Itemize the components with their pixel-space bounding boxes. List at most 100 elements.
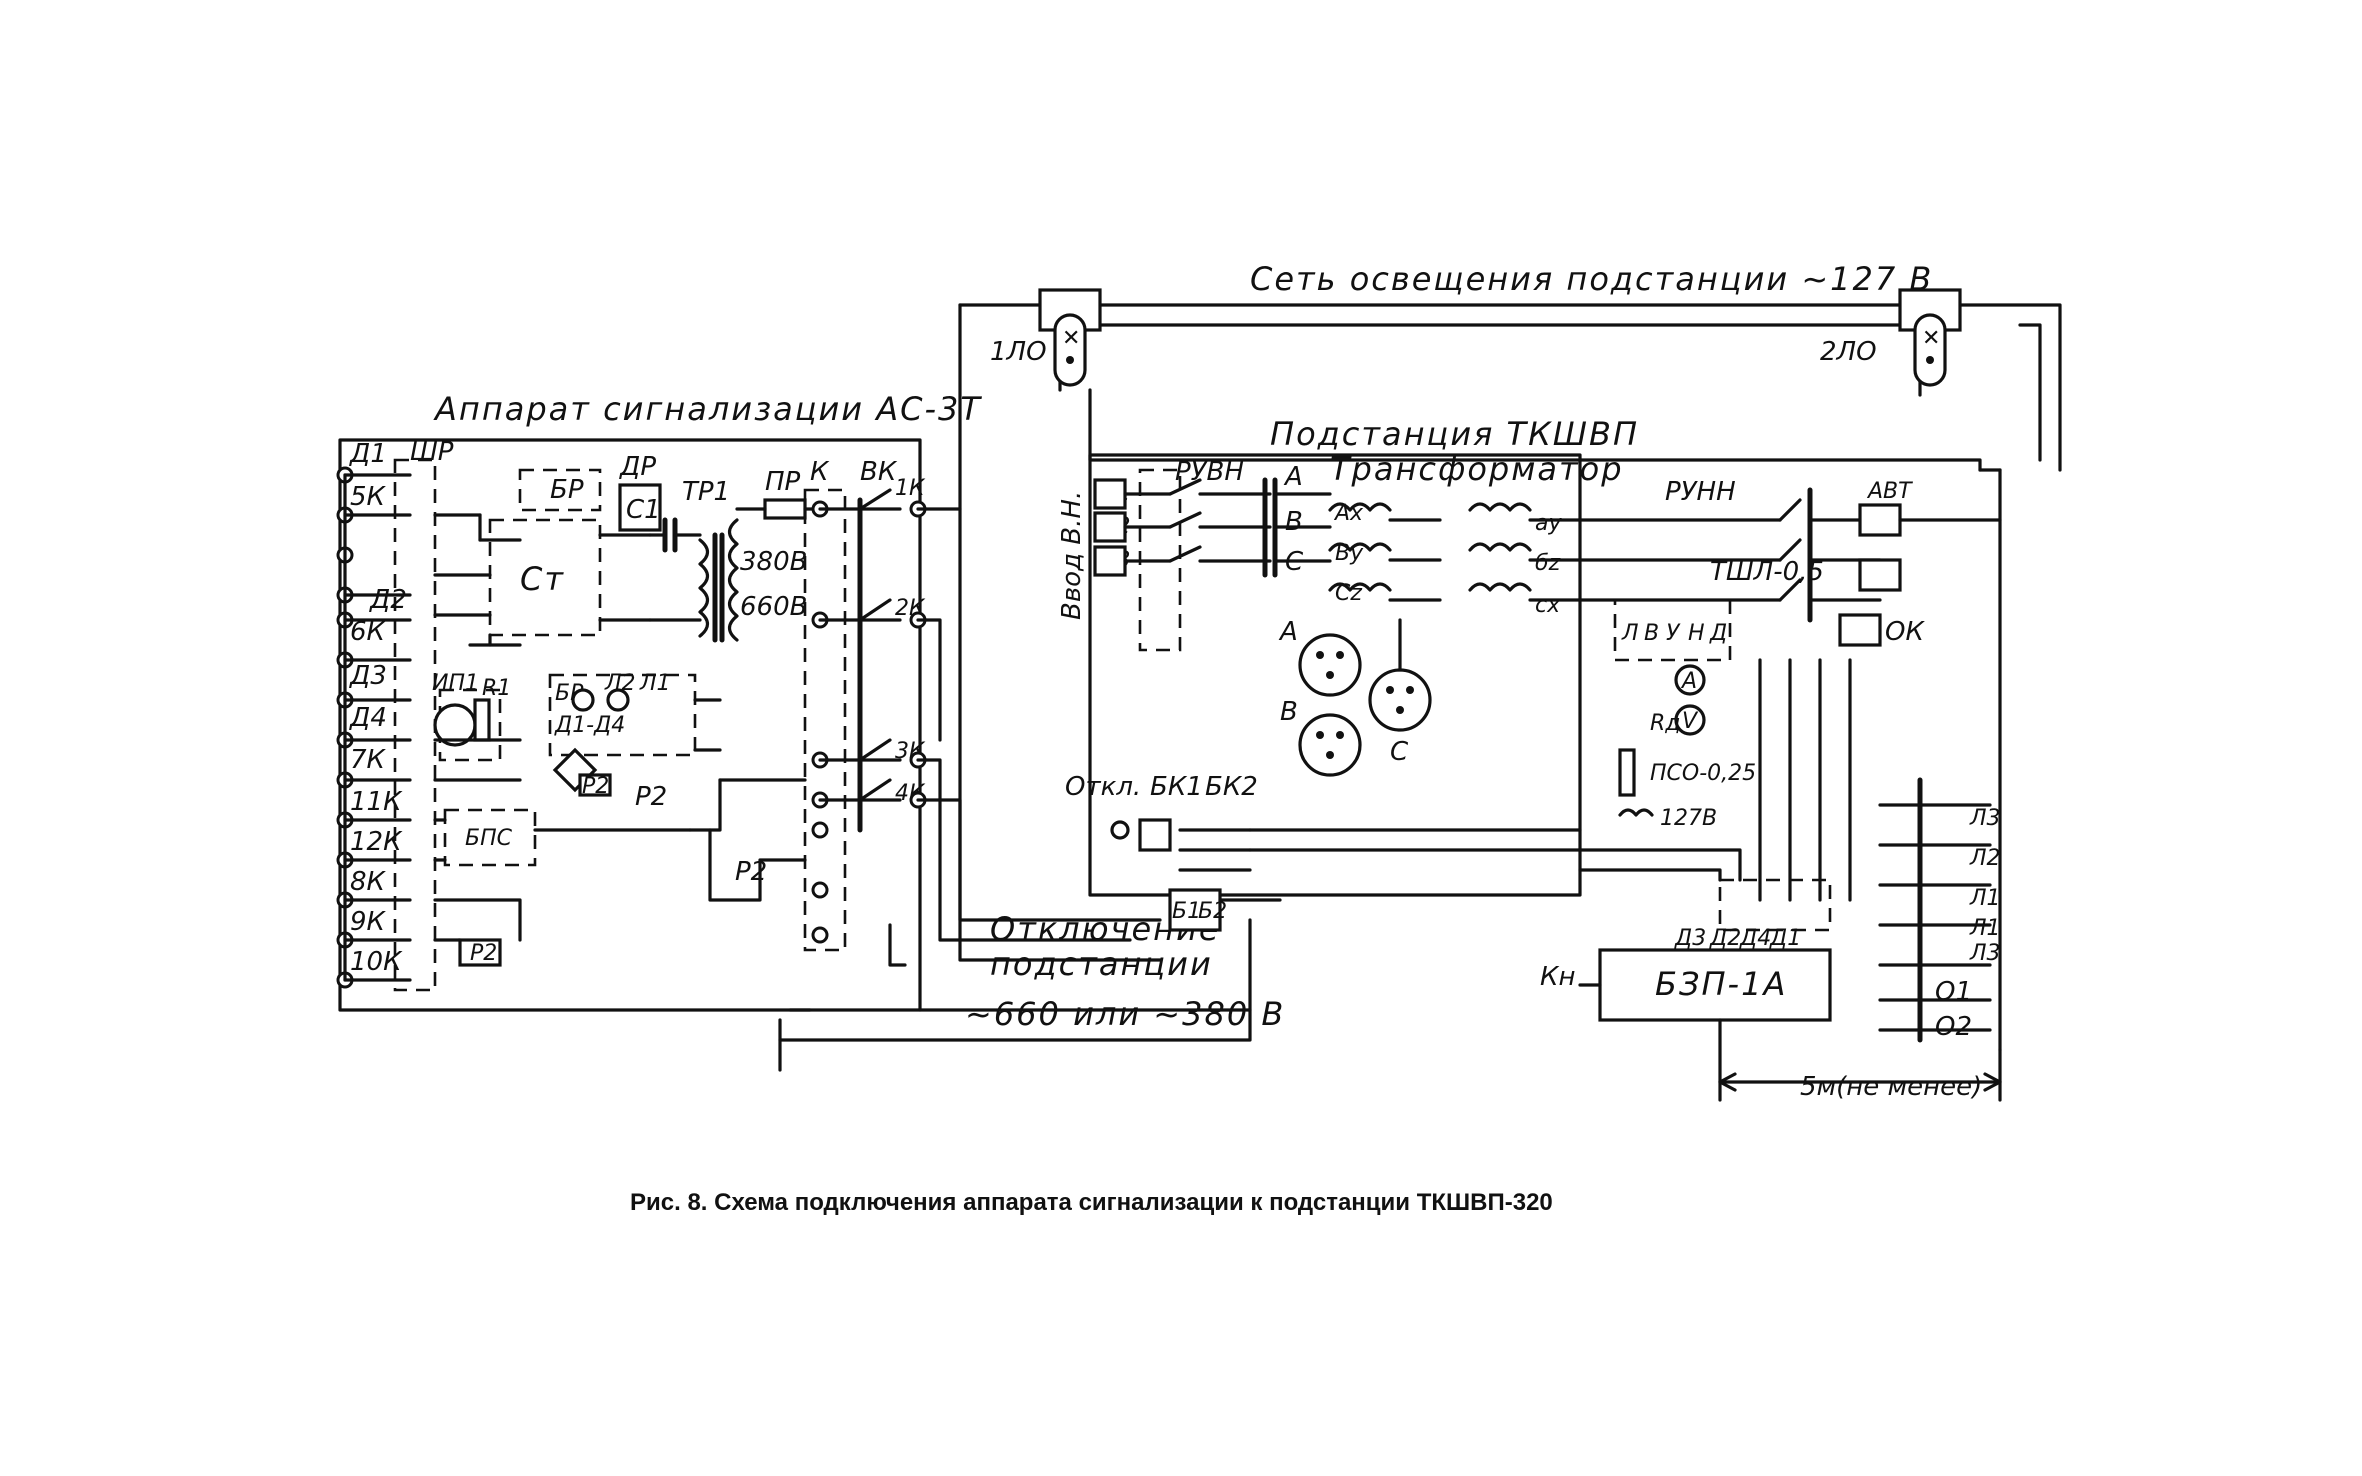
substation-title: Подстанция ТКШВП [1270, 415, 1639, 453]
p2-relay-label: Р2 [735, 857, 767, 887]
vk-switch: ВК 1К 2К 3К 4К [857, 457, 927, 833]
panel-letter: Н [1688, 621, 1705, 646]
phase-label: В [1285, 507, 1303, 537]
sec-term: Л1 [1969, 886, 2001, 911]
terminal-label: Д3 [349, 661, 387, 691]
bk2-label: БК2 [1205, 772, 1258, 802]
dr-c1: ДР С1 [618, 452, 702, 553]
tr1-label: ТР1 [682, 477, 730, 507]
p2-relay: Р2 Р2 Р2 [433, 778, 807, 967]
runn-panel: Л В У Н Д A V Rд ПСО-0,25 127В [1613, 598, 1756, 831]
panel-letter: В [1644, 621, 1659, 646]
b1-label: Б1 [1172, 899, 1201, 924]
v380-label: 380В [740, 547, 807, 577]
kn-label: Кн [1540, 962, 1575, 992]
secondary-terminals: Л3 Л2 Л1 Л1 Л3 О1 О2 [1878, 777, 2001, 1043]
lamp-1lo-label: 1ЛО [990, 337, 1047, 367]
lighting-network-title: Сеть освещения подстанции ~127 В [1250, 260, 1933, 298]
k-label: К [810, 457, 830, 487]
bzp-term: Д1 [1769, 926, 1801, 951]
runn-label: РУНН [1665, 477, 1736, 507]
transformer-label: Трансформатор [1330, 450, 1624, 488]
v660-label: 660В [740, 592, 807, 622]
terminal-label: Д4 [349, 703, 387, 733]
terminal-label: 6К [350, 617, 387, 647]
panel-letter: Д [1709, 621, 1727, 646]
pso-label: ПСО-0,25 [1650, 761, 1756, 786]
bps-label: БПС [465, 826, 513, 851]
shutdown-circuit: Откл. БК1 БК2 Б1 Б2 [1065, 772, 1582, 932]
b2-label: Б2 [1198, 899, 1227, 924]
k-switch: К [803, 457, 902, 952]
p2-contact-label: Р2 [635, 782, 667, 812]
transformer-windings: аy бz сx [1328, 502, 1582, 618]
bzp-term: Д2 [1709, 926, 1741, 951]
lamp-1lo: ✕ 1ЛО [990, 288, 1102, 387]
svg-text:✕: ✕ [1062, 326, 1080, 351]
ok-label: ОК [1885, 617, 1925, 647]
lv-winding: бz [1535, 551, 1561, 576]
br-block: БР [478, 468, 602, 542]
runn-bus [1578, 468, 2002, 1052]
terminal-label: Д2 [369, 585, 407, 615]
terminal-label: 5К [350, 482, 387, 512]
lamp-2lo-label: 2ЛО [1820, 337, 1877, 367]
terminal-label: 7К [350, 745, 387, 775]
terminal-label: Д1 [349, 439, 387, 469]
r1-label: R1 [482, 676, 511, 701]
bzp-term: Д4 [1739, 926, 1771, 951]
bzp-block: БЗП-1А Д3 Д2 Д4 Д1 Кн [1540, 878, 1832, 1022]
pr-label: ПР [765, 467, 801, 497]
tshl-label: ТШЛ-0,5 [1710, 557, 1824, 587]
d1d4-label: Д1-Д4 [554, 713, 625, 738]
substation-shutdown-line2: подстанции [990, 945, 1213, 983]
st-block: Ст [433, 513, 652, 647]
sec-term: Л3 [1969, 941, 2001, 966]
bps-block: БПС [433, 808, 692, 867]
bk1-label: БК1 [1150, 772, 1203, 802]
svg-text:A: A [1680, 669, 1697, 694]
hv-input-label: Ввод В.Н. [1057, 491, 1087, 620]
distance-dimension: 5м(не менее) [1718, 1018, 2002, 1102]
svg-text:V: V [1682, 709, 1699, 734]
o2-label: О2 [1935, 1012, 1972, 1042]
svg-text:✕: ✕ [1922, 326, 1940, 351]
rd-label: Rд [1650, 711, 1681, 736]
signal-block: ИП1 R1 БР Д1-Д4 Л2 Л1 Р2 [432, 671, 722, 799]
lv-winding: аy [1535, 511, 1562, 536]
ground-bottom [778, 918, 1252, 1072]
o1-label: О1 [1935, 977, 1972, 1007]
bzp-label: БЗП-1А [1655, 965, 1787, 1003]
phase-label: А [1283, 462, 1303, 492]
lamp-2lo: ✕ 2ЛО [1820, 288, 1962, 387]
terminal-label: 8К [350, 867, 387, 897]
alarm-apparatus-title: Аппарат сигнализации АС-3Т [433, 390, 982, 428]
left-terminal-strip: Д1 5К Д2 6К Д3 Д4 7К 11К 12К 8К 9К 10К [336, 439, 407, 989]
terminal-label: 9К [350, 907, 387, 937]
sec-term: Л1 [1969, 916, 2001, 941]
br-label: БР [550, 475, 584, 505]
c1-label: С1 [626, 495, 661, 525]
dr-label: ДР [619, 452, 656, 482]
l1-label: Л1 [639, 671, 671, 696]
interconnect [916, 507, 1252, 1012]
vk-label: ВК [860, 457, 898, 487]
panel-letter: Л [1621, 621, 1639, 646]
vk-1k-label: 1К [895, 476, 926, 501]
st-label: Ст [520, 560, 565, 598]
plug-a-label: А [1278, 617, 1298, 647]
rp2-label: Р2 [470, 941, 497, 966]
v127-label: 127В [1660, 806, 1717, 831]
tr1-transformer: ТР1 380В 660В [648, 477, 807, 643]
plug-b-label: В [1280, 697, 1298, 727]
sec-term: Л3 [1969, 806, 2001, 831]
switch-off-label: Откл. [1065, 772, 1141, 802]
plug-c-label: С [1390, 737, 1409, 767]
ruvn-label: РУВН [1175, 457, 1244, 487]
ip1-label: ИП1 [432, 671, 479, 696]
lv-winding: сx [1535, 593, 1561, 618]
bzp-term: Д3 [1674, 926, 1706, 951]
p2-label: Р2 [582, 774, 609, 799]
panel-letter: У [1666, 621, 1681, 646]
